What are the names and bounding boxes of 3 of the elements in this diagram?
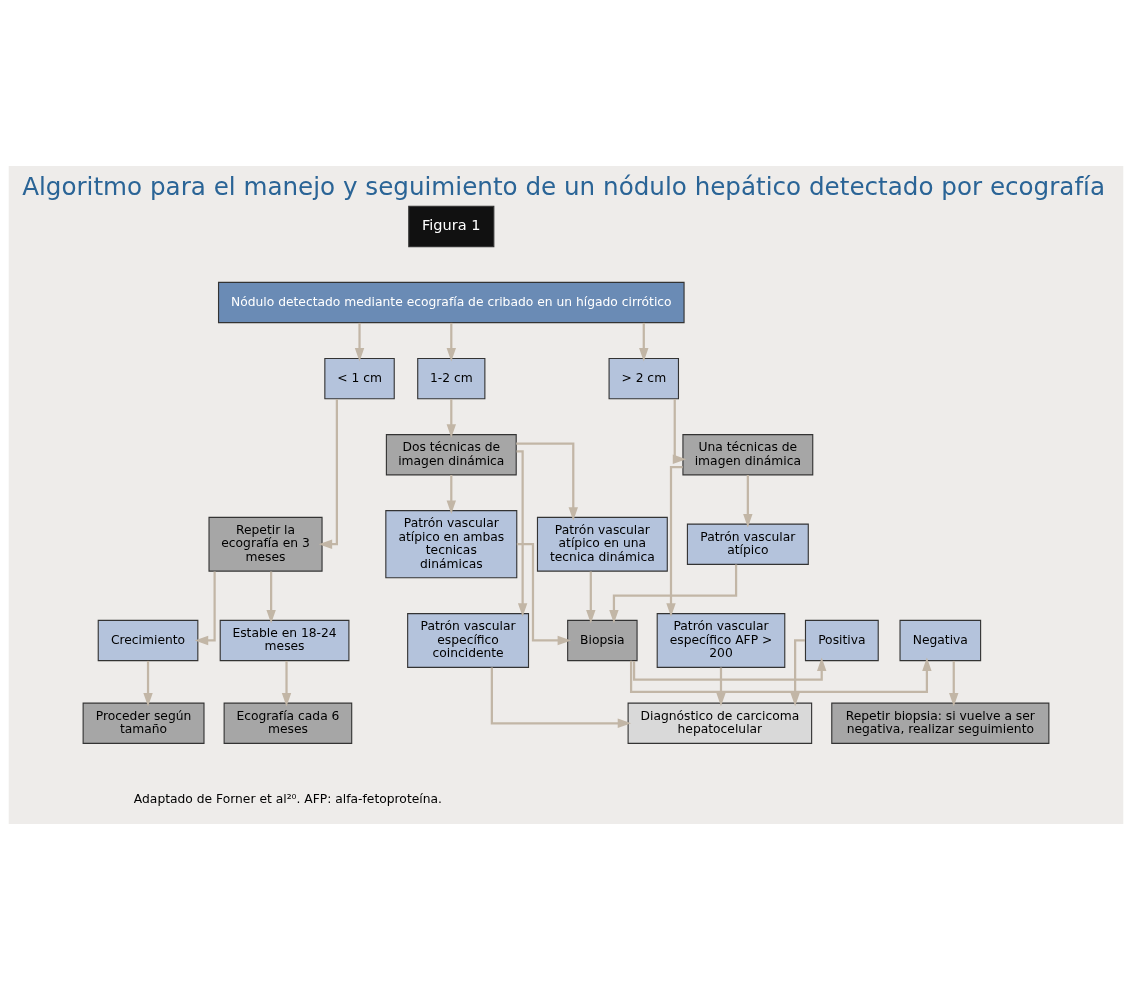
caption: Adaptado de Forner et al²⁰. AFP: alfa-fetoproteína.	[133, 791, 442, 806]
diagram-title: Algoritmo para el manejo y seguimiento de un nódulo hepático detectado por ecografía	[22, 171, 1106, 201]
label: Figura 1	[422, 216, 481, 233]
